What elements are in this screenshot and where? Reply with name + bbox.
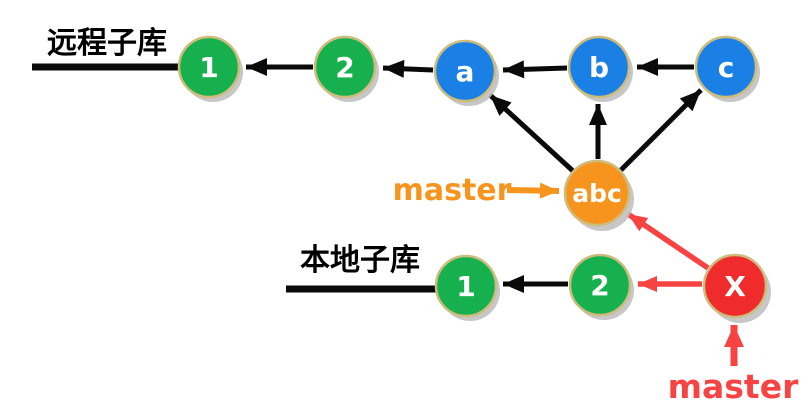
node-label: X bbox=[724, 270, 746, 303]
arrow-abc-to-a bbox=[488, 93, 575, 173]
node-commit-a: a bbox=[433, 39, 499, 106]
node-commit-c: c bbox=[694, 35, 760, 102]
node-circle bbox=[694, 35, 758, 99]
node-remote-1: 1 bbox=[177, 35, 243, 102]
master-remote-label: master bbox=[393, 173, 512, 208]
node-label: abc bbox=[572, 179, 622, 208]
node-circle bbox=[434, 254, 498, 318]
arrow-abc-to-c bbox=[619, 88, 703, 172]
master-local-label: master bbox=[668, 367, 799, 406]
node-label: 1 bbox=[199, 51, 218, 84]
arrow-a-to-remote2 bbox=[382, 59, 434, 78]
arrow-master-to-abc bbox=[506, 182, 560, 199]
node-local-1: 1 bbox=[434, 254, 500, 321]
node-circle bbox=[433, 39, 497, 103]
local-lane-label: 本地子库 bbox=[300, 244, 420, 277]
node-circle bbox=[702, 253, 768, 319]
node-commit-b: b bbox=[567, 35, 633, 102]
arrow-x-to-abc bbox=[626, 211, 710, 271]
node-merge-abc: abc bbox=[563, 159, 634, 231]
arrow-b-to-a bbox=[502, 60, 568, 79]
node-label: b bbox=[589, 51, 609, 84]
node-circle bbox=[563, 159, 631, 227]
node-commit-x: X bbox=[702, 253, 771, 323]
node-remote-2: 2 bbox=[313, 35, 379, 102]
node-circle bbox=[313, 35, 377, 99]
node-circle bbox=[567, 35, 631, 99]
node-circle bbox=[177, 35, 241, 99]
node-local-2: 2 bbox=[568, 253, 634, 320]
node-label: c bbox=[718, 51, 735, 84]
remote-lane-label: 远程子库 bbox=[47, 27, 167, 60]
node-label: 2 bbox=[335, 51, 354, 84]
node-label: a bbox=[456, 55, 475, 88]
node-circle bbox=[568, 253, 632, 317]
node-label: 1 bbox=[456, 270, 475, 303]
node-label: 2 bbox=[590, 269, 609, 302]
